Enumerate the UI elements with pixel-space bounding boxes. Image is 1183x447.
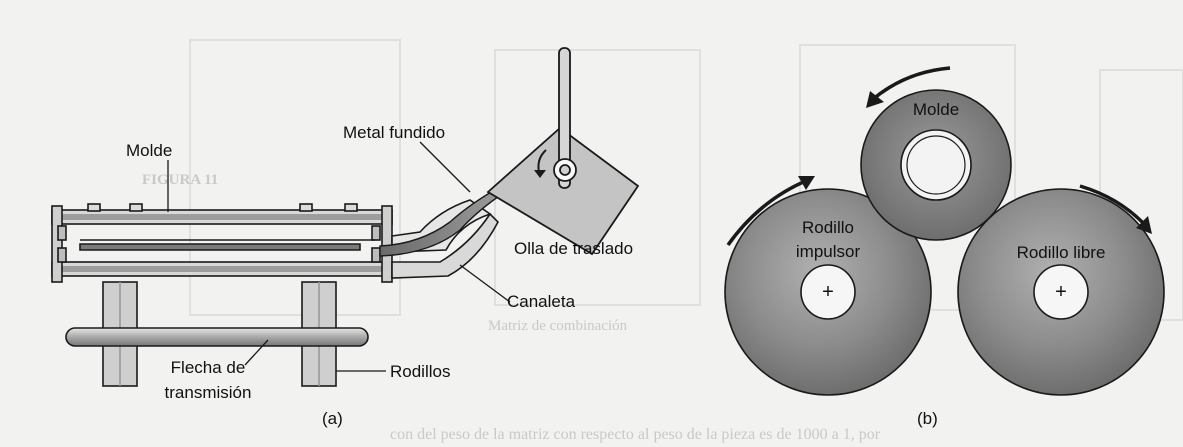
roller-system — [724, 89, 1165, 396]
bleed-through-text-3: FIGURA 11 — [142, 172, 219, 188]
label-drive-roller-1: Rodillo — [802, 218, 854, 237]
label-mold-a: Molde — [126, 141, 173, 160]
bleed-through-text-2: con del peso de la matriz con respecto a… — [390, 426, 881, 443]
label-drive-roller-2: impulsor — [795, 242, 861, 261]
leader-lines-a — [167, 141, 511, 372]
label-drive-shaft-1: Flecha de — [170, 358, 246, 377]
plus-sign-left: + — [822, 281, 834, 303]
label-mold-b: Molde — [912, 100, 960, 119]
label-drive-shaft-2: transmisión — [164, 383, 252, 402]
label-chute: Canaleta — [507, 292, 576, 311]
label-molten-metal: Metal fundido — [343, 123, 446, 142]
arrow-heads — [798, 91, 1152, 234]
label-ladle: Olla de traslado — [514, 239, 634, 258]
caption-a: (a) — [322, 409, 343, 428]
rotation-arrows — [726, 66, 1148, 247]
label-rollers-a: Rodillos — [390, 362, 451, 381]
ladle — [486, 47, 640, 256]
label-idle-roller: Rodillo libre — [1016, 243, 1106, 262]
caption-b: (b) — [917, 409, 938, 428]
plus-sign-right: + — [1055, 281, 1067, 303]
centrifugal-casting-apparatus — [51, 203, 393, 387]
bleed-through-text-1: Matriz de combinación — [488, 318, 628, 334]
